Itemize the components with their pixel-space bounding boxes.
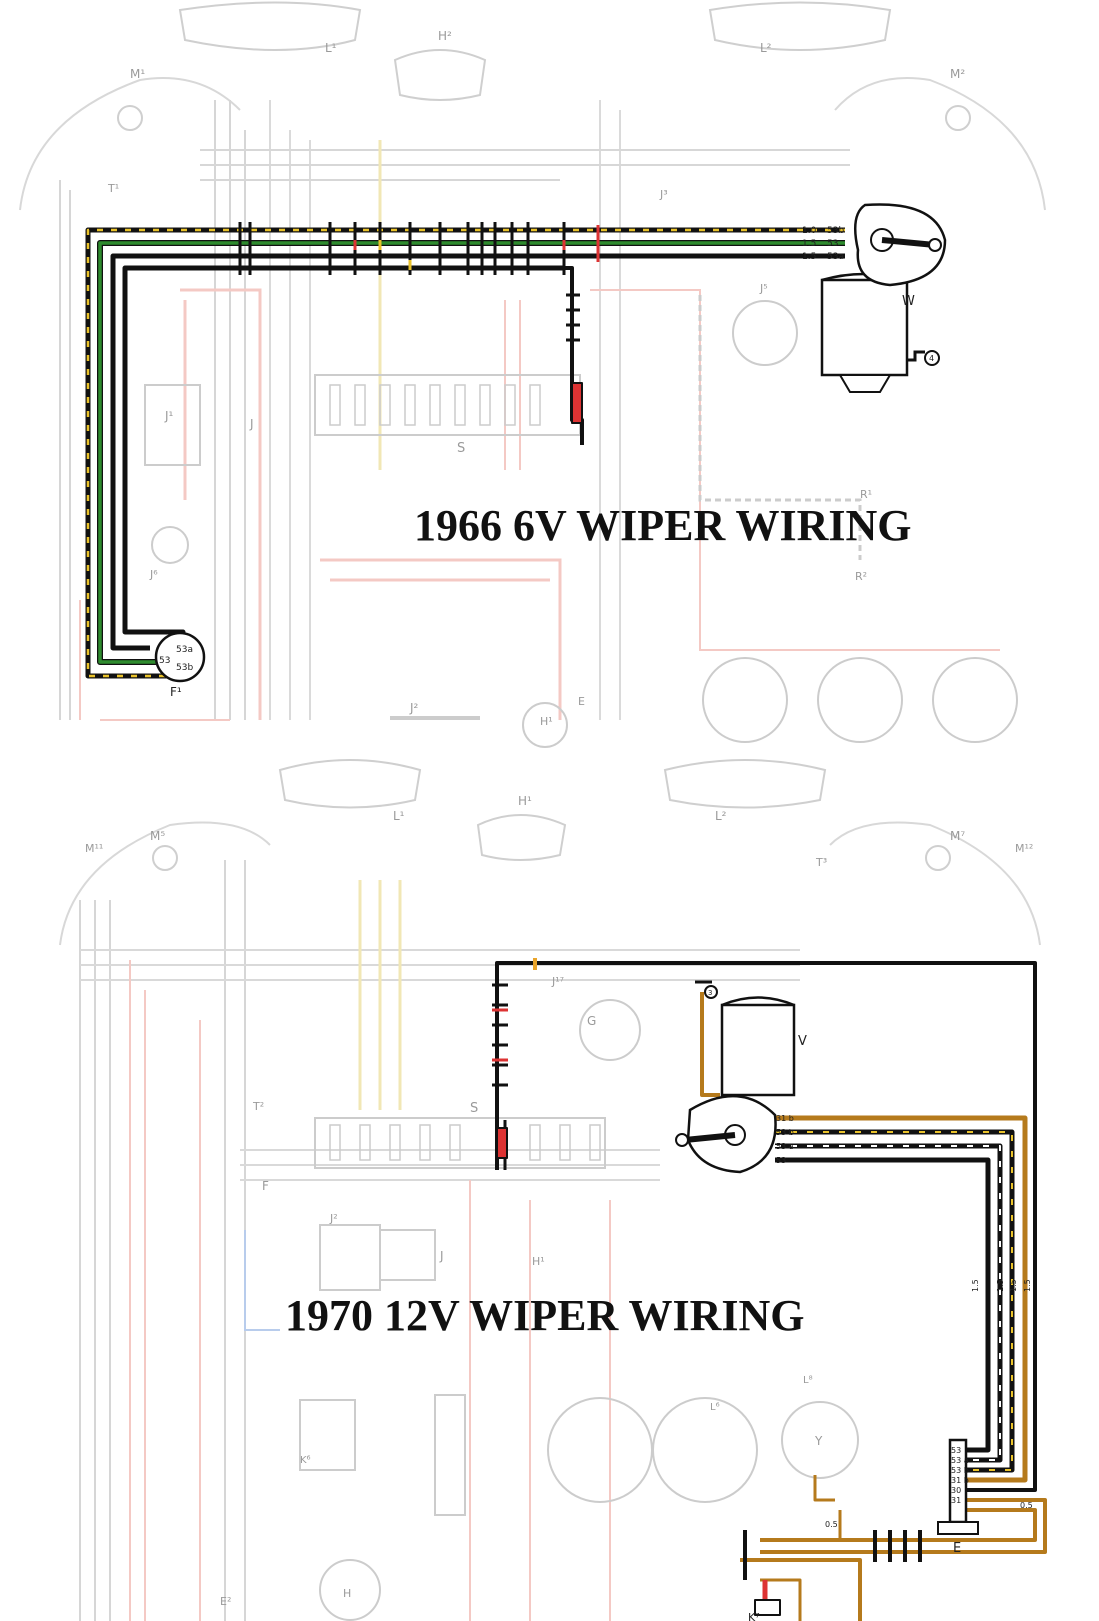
bottom-horn-h1: H¹ <box>532 1255 545 1268</box>
wire-1966-1-5-green <box>97 240 845 665</box>
bottom-y: Y <box>814 1434 823 1448</box>
bottom-gauge: G <box>587 1014 596 1028</box>
top-wire-label-1: 1.5 <box>802 239 816 249</box>
top-lamp-right: M² <box>950 67 965 81</box>
top-headlight-left: L¹ <box>325 41 337 55</box>
top-motor-terminal-0: 53b <box>827 226 844 236</box>
top-ground-e: E <box>578 695 585 708</box>
wire-1966-1-5-black <box>110 253 845 651</box>
fuse-1966-highlight <box>571 382 583 424</box>
top-headlight-right: L² <box>760 41 772 55</box>
bottom-wire-label-3: 1.5 <box>1023 1279 1032 1292</box>
panel-1970-title: 1970 12V WIPER WIRING <box>285 1291 805 1340</box>
bottom-l6: L⁶ <box>710 1402 720 1413</box>
panel-1970-wiper-wires <box>492 958 1047 1621</box>
bottom-switch-label: E <box>953 1541 961 1556</box>
wire-1970-53 <box>775 1157 991 1453</box>
top-switch-j2: J² <box>409 701 419 715</box>
wiper-switch-1970 <box>937 1438 979 1535</box>
top-switch-terminal-2: 53b <box>176 663 193 673</box>
top-relay-r1: R¹ <box>860 488 872 501</box>
bottom-motor-terminal-2: 53 a <box>776 1142 794 1151</box>
bottom-e2: E² <box>220 1595 231 1608</box>
ground-badge-1966 <box>924 350 940 366</box>
bottom-terminal-t2: T² <box>252 1100 264 1113</box>
wiper-switch-1966 <box>154 631 206 683</box>
top-switch-j3: J³ <box>659 188 668 201</box>
top-switch-terminal-1: 53a <box>176 645 193 655</box>
bottom-terminal-t3: T³ <box>815 856 827 869</box>
bottom-switch-j: J <box>439 1249 444 1263</box>
bottom-switch-terminal-3: 31 b <box>951 1476 969 1485</box>
bottom-l8: L⁸ <box>803 1375 813 1386</box>
bottom-switch-terminal-4: 30 <box>951 1486 961 1495</box>
bottom-fuse-box-label: S <box>470 1101 478 1116</box>
bottom-switch-terminal-5: 31 <box>951 1496 961 1505</box>
top-relay-r2: R² <box>855 570 867 583</box>
bottom-horn-label: H¹ <box>518 794 532 808</box>
top-motor-terminal-2: 53a <box>827 252 844 262</box>
top-motor-label: W <box>902 294 915 309</box>
panel-1970-background <box>59 759 1041 1621</box>
top-horn-label: H² <box>438 29 452 43</box>
top-switch-j6: J⁶ <box>149 568 158 581</box>
wire-1970-31b <box>775 1115 1028 1483</box>
top-motor-terminal-1: 53 <box>827 239 838 249</box>
ground-badge-1970 <box>704 985 718 999</box>
bottom-lamp-left: M⁵ <box>150 829 165 843</box>
bottom-switch-j17: J¹⁷ <box>551 975 564 988</box>
bottom-motor-terminal-1: 53 b <box>776 1128 794 1137</box>
top-wire-label-0: 1.0 <box>802 226 817 236</box>
top-switch-j: J <box>249 417 254 431</box>
top-switch-j1: J¹ <box>164 409 174 423</box>
wire-1966-1-0 <box>85 227 845 679</box>
wire-1970-53b <box>775 1129 1015 1473</box>
bottom-wire-label-0: 1.5 <box>971 1279 980 1292</box>
bottom-motor-label: V <box>798 1034 807 1049</box>
panel-1966-title: 1966 6V WIPER WIRING <box>414 501 912 550</box>
wire-1970-feed <box>495 961 1037 1492</box>
bottom-switch-terminal-2: 53 b <box>951 1466 969 1475</box>
fuse-1970-highlight <box>496 1127 508 1159</box>
bottom-k6: K⁶ <box>300 1455 311 1466</box>
bottom-k7: K⁷ <box>748 1611 760 1621</box>
bottom-fuel: F <box>262 1179 269 1193</box>
bottom-lamp-right: M⁷ <box>950 829 965 843</box>
k7-lamp <box>754 1599 781 1616</box>
panel-1966-wiper-wires <box>85 222 845 679</box>
bottom-ground-value-left: 0.5 <box>825 1520 838 1529</box>
top-switch-terminal-0: 53 <box>159 656 170 666</box>
bottom-switch-j2: J² <box>329 1212 338 1225</box>
bottom-switch-terminal-0: 53 <box>951 1446 961 1455</box>
wire-1966-inner-loop <box>122 265 565 644</box>
bottom-lamp-right-2: M¹² <box>1015 842 1033 855</box>
top-switch-label: F¹ <box>170 685 182 699</box>
bottom-lamp-left-2: M¹¹ <box>85 842 103 855</box>
wire-1970-53a <box>775 1143 1003 1463</box>
bottom-switch-terminal-1: 53 a <box>951 1456 969 1465</box>
bottom-horn-h: H <box>343 1587 351 1600</box>
top-switch-j5: J⁵ <box>759 282 768 295</box>
top-fuse-box-label: S <box>457 441 465 456</box>
bottom-ground-value-right: 0.5 <box>1020 1501 1033 1510</box>
top-wire-label-2: 1.5 <box>802 252 816 262</box>
wiper-motor-1966 <box>820 203 947 393</box>
top-terminal-t1: T¹ <box>107 182 119 195</box>
top-ground-badge-label: 4 <box>929 354 934 363</box>
bottom-motor-terminal-0: 31 b <box>776 1114 794 1123</box>
bottom-ground-badge-label: 3 <box>708 989 712 997</box>
bottom-headlight-right: L² <box>715 809 727 823</box>
bottom-wire-label-2: 1.5 <box>1009 1279 1018 1292</box>
top-lamp-left: M¹ <box>130 67 145 81</box>
bottom-headlight-left: L¹ <box>393 809 405 823</box>
bottom-motor-terminal-3: 53 <box>776 1156 786 1165</box>
bottom-wire-label-1: 1.5 <box>996 1279 1005 1292</box>
top-horn-h1: H¹ <box>540 715 553 728</box>
wiper-motor-1970 <box>675 985 796 1174</box>
